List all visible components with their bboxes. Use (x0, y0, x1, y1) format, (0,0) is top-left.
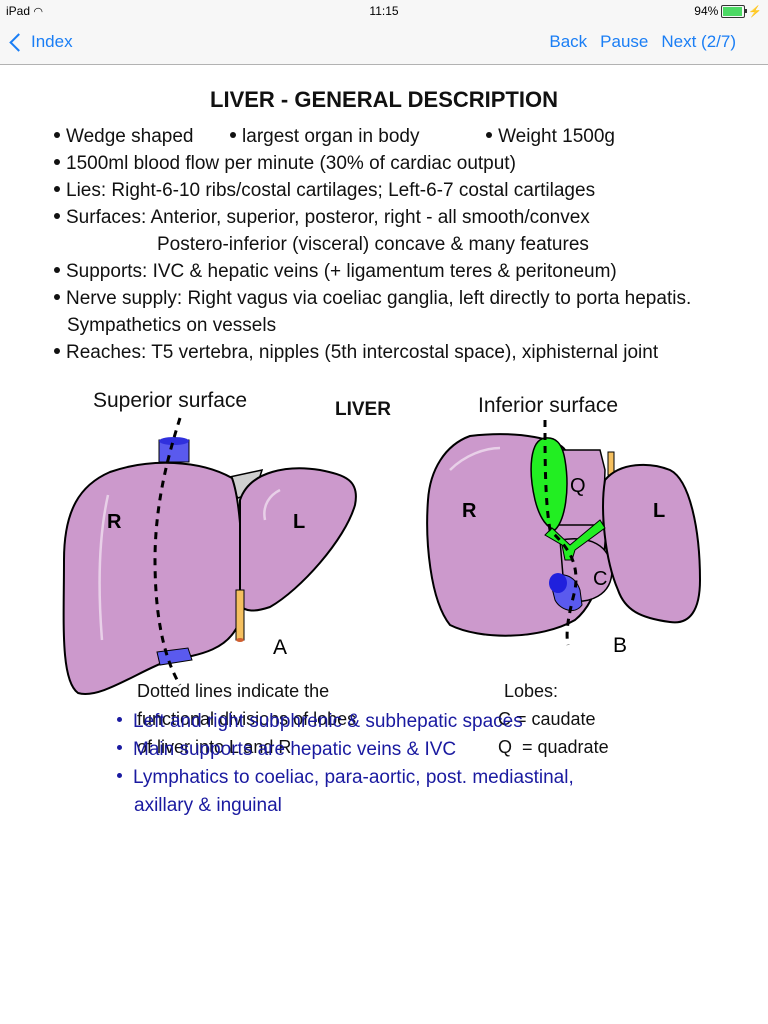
inferior-surface-label: Inferior surface (478, 394, 619, 417)
bullet-item: Surfaces: Anterior, superior, posteror, … (54, 204, 691, 231)
bullet-dot (54, 158, 60, 165)
bullet-row-first: Wedge shaped largest organ in body Weigh… (54, 123, 691, 150)
status-left: iPad ◠ (6, 4, 43, 18)
bullet-dot (54, 212, 60, 219)
ivc-inferior-opening (549, 573, 567, 593)
nav-actions: Back Pause Next (2/7) (549, 32, 736, 52)
inferior-r-label: R (462, 500, 477, 522)
liver-center-label: LIVER (335, 399, 391, 420)
lobe-line: C = caudate (498, 709, 596, 729)
superior-right-lobe (62, 461, 243, 696)
back-button[interactable]: Back (549, 32, 588, 51)
bullet-text: Supports: IVC & hepatic veins (+ ligamen… (66, 261, 617, 282)
status-bar: iPad ◠ 11:15 94% ⚡ (0, 0, 768, 22)
bullet-text: 1500ml blood flow per minute (30% of car… (66, 153, 516, 174)
blue-bullet-item: Main supports are hepatic veins & IVC (117, 736, 574, 764)
bullet-dot (117, 717, 122, 723)
bullet-item: 1500ml blood flow per minute (30% of car… (54, 150, 691, 177)
quadrate-label: Q (570, 475, 586, 497)
dotted-lines-note: Dotted lines indicate the functional div… (137, 677, 356, 761)
note-line: Dotted lines indicate the (137, 681, 330, 701)
bullet-text: Surfaces: Anterior, superior, posteror, … (66, 207, 590, 228)
bullet-dot (117, 745, 122, 751)
lobes-heading: Lobes: (504, 681, 559, 701)
superior-r-label: R (107, 511, 122, 533)
bullet-continuation: Sympathetics on vessels (67, 315, 277, 336)
diagram-a-tag: A (273, 636, 287, 659)
bile-duct (544, 519, 606, 561)
navigation-bar: Index Back Pause Next (2/7) (0, 22, 768, 65)
slide-title: LIVER - GENERAL DESCRIPTION (210, 87, 558, 112)
bullet-text: Left and right subphrenic & subhepatic s… (133, 711, 523, 732)
caudate-label: C (593, 568, 607, 590)
superior-surface-label: Superior surface (93, 389, 248, 412)
inferior-l-label: L (653, 500, 665, 522)
status-right: 94% ⚡ (694, 4, 762, 18)
superior-left-lobe (239, 467, 357, 612)
bullet-dot (54, 347, 60, 354)
blue-bullet-continuation: axillary & inguinal (134, 795, 282, 816)
battery-icon (721, 4, 748, 18)
bullet-item: Reaches: T5 vertebra, nipples (5th inter… (54, 339, 691, 366)
bullet-text: Nerve supply: Right vagus via coeliac ga… (66, 288, 692, 309)
inferior-highlight (449, 446, 501, 471)
lobe-line: Q = quadrate (498, 737, 609, 757)
device-label: iPad (6, 4, 31, 18)
inferior-left-lobe (602, 463, 702, 624)
bullet-text: Lies: Right-6-10 ribs/costal cartilages;… (66, 180, 596, 201)
bullet-item: Nerve supply: Right vagus via coeliac ga… (54, 285, 691, 312)
highlight-right (98, 494, 110, 641)
bullet-dot (54, 185, 60, 192)
bullet-dot (117, 773, 122, 779)
pause-button[interactable]: Pause (600, 32, 649, 51)
diagram-b-tag: B (613, 634, 627, 657)
wifi-icon: ◠ (33, 6, 43, 18)
gallbladder (530, 437, 568, 531)
highlight-left (263, 488, 281, 521)
inferior-dotted-line (543, 419, 578, 646)
note-line: of liver into L and R (137, 737, 292, 757)
next-button[interactable]: Next (2/7) (661, 32, 736, 51)
ligamentum-teres (235, 589, 245, 641)
blue-bullet-item: Left and right subphrenic & subhepatic s… (117, 708, 574, 736)
index-back-button[interactable]: Index (8, 32, 73, 52)
status-time: 11:15 (369, 4, 399, 18)
lobes-note: Lobes: C = caudate Q = quadrate (498, 677, 609, 761)
bullet-text: Lymphatics to coeliac, para-aortic, post… (133, 767, 574, 788)
note-line: functional divisions of lobes (137, 709, 357, 729)
index-label: Index (31, 32, 73, 51)
bullet-dot (54, 131, 60, 138)
bullet-text: Main supports are hepatic veins & IVC (133, 739, 457, 760)
blue-bullet-item: Lymphatics to coeliac, para-aortic, post… (117, 764, 574, 792)
bullet-list: Wedge shaped largest organ in body Weigh… (54, 123, 691, 366)
bullet-dot (54, 266, 60, 273)
superior-liver (62, 417, 357, 696)
bullet-dot (54, 293, 60, 300)
bullet-item: Supports: IVC & hepatic veins (+ ligamen… (54, 258, 691, 285)
superior-dotted-line (153, 417, 182, 686)
superior-l-label: L (293, 511, 305, 533)
bullet-item: Lies: Right-6-10 ribs/costal cartilages;… (54, 177, 691, 204)
charging-icon: ⚡ (748, 5, 762, 18)
bullet-text: largest organ in body (242, 126, 420, 147)
battery-percent: 94% (694, 4, 719, 18)
bullet-dot (230, 131, 237, 138)
ivc-top-opening (159, 437, 189, 445)
bullet-continuation: Postero-inferior (visceral) concave & ma… (157, 234, 589, 255)
inferior-liver (426, 419, 702, 646)
bullet-text: Weight 1500g (498, 126, 615, 147)
bullet-text: Reaches: T5 vertebra, nipples (5th inter… (66, 342, 659, 363)
bullet-text: Wedge shaped (66, 126, 194, 147)
blue-bullet-list: Left and right subphrenic & subhepatic s… (117, 708, 574, 820)
ligamentum-end (236, 638, 244, 642)
bullet-dot (486, 131, 493, 138)
